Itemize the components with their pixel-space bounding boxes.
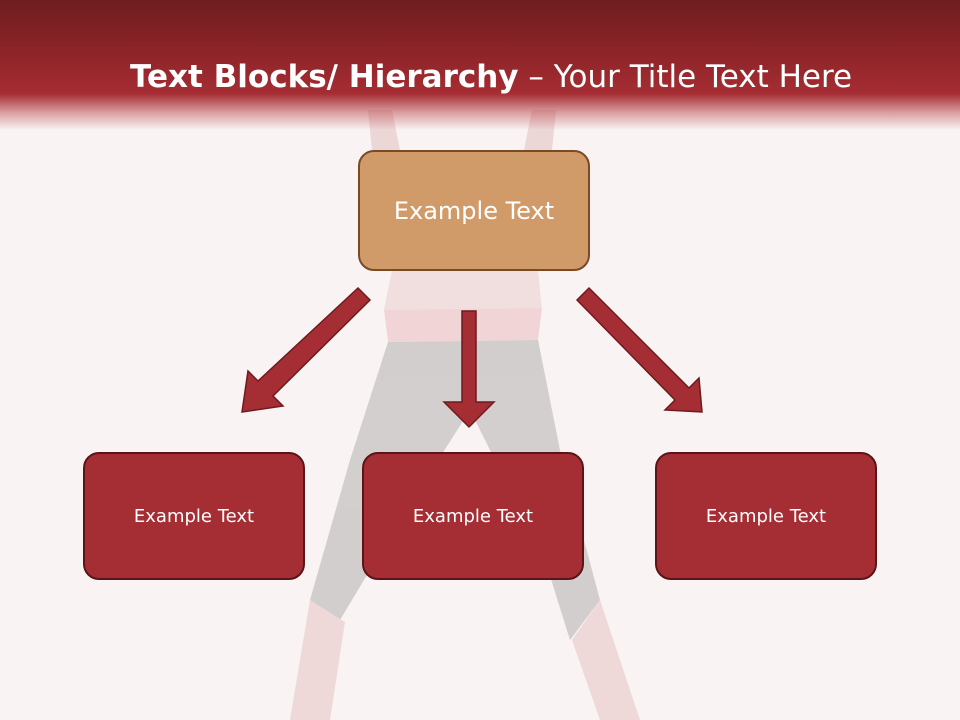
child-box-label: Example Text: [705, 505, 827, 527]
child-box-left: Example Text: [83, 452, 305, 580]
arrow-to-left-box: [241, 286, 372, 413]
slide-title: Text Blocks/ Hierarchy – Your Title Text…: [130, 52, 910, 102]
top-level-box: Example Text: [358, 150, 590, 271]
title-bold-part: Text Blocks/ Hierarchy: [130, 59, 519, 95]
title-regular-part: – Your Title Text Here: [518, 59, 853, 95]
child-box-right: Example Text: [655, 452, 877, 580]
title-bar: [0, 0, 960, 130]
top-level-box-label: Example Text: [393, 196, 555, 225]
arrow-to-right-box: [575, 286, 703, 413]
child-box-label: Example Text: [133, 505, 255, 527]
child-box-label: Example Text: [412, 505, 534, 527]
arrow-to-center-box: [442, 310, 496, 429]
child-box-center: Example Text: [362, 452, 584, 580]
